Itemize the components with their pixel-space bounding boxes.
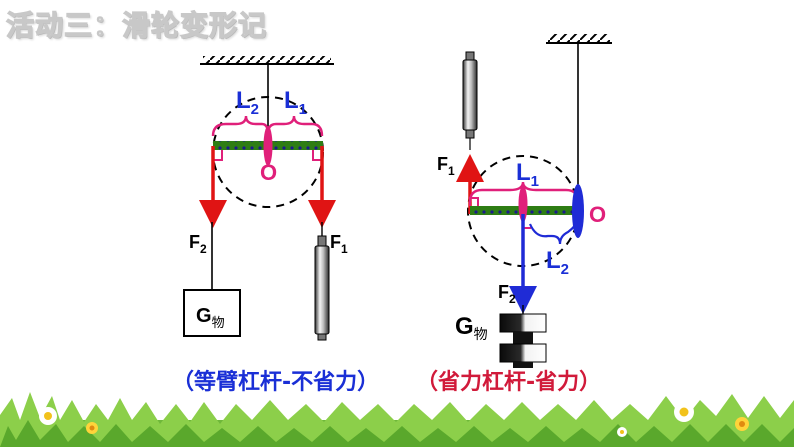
left-weight-box [183,289,241,337]
left-brace-l2 [211,115,270,137]
right-diagram [456,34,612,368]
right-label-l1: L1 [516,159,539,190]
left-right-angle-right [312,150,322,161]
left-ceiling [200,56,334,65]
left-right-angle-left [213,150,223,161]
right-ceiling [546,34,612,44]
right-pivot-marker [572,184,584,238]
left-brace-l1 [266,115,324,137]
right-label-f1: F1 [437,154,455,178]
right-label-g: G物 [455,313,488,342]
right-brace-l1 [468,181,580,203]
slide-title: 活动三：滑轮变形记 [5,8,268,42]
left-spring-scale [314,222,330,341]
left-label-o: O [260,160,277,185]
right-weights [499,313,547,368]
grass-decoration [0,392,794,447]
left-label-g: G物 [196,305,225,330]
right-label-l2: L2 [546,247,569,278]
right-right-angle-top [469,197,479,206]
right-caption: （省力杠杆-省力） [416,370,602,395]
left-diagram [183,56,336,341]
left-caption: （等臂杠杆-不省力） [172,370,380,395]
left-pivot-marker [263,126,273,166]
right-label-o: O [589,202,606,227]
right-spring-scale [462,51,478,150]
left-label-f2: F2 [189,232,207,256]
left-label-l2: L2 [236,87,259,118]
right-label-f2: F2 [498,282,516,306]
left-label-f1: F1 [330,232,348,256]
right-center-marker [518,186,528,222]
left-label-l1: L1 [284,87,307,118]
right-brace-l2 [528,219,580,245]
